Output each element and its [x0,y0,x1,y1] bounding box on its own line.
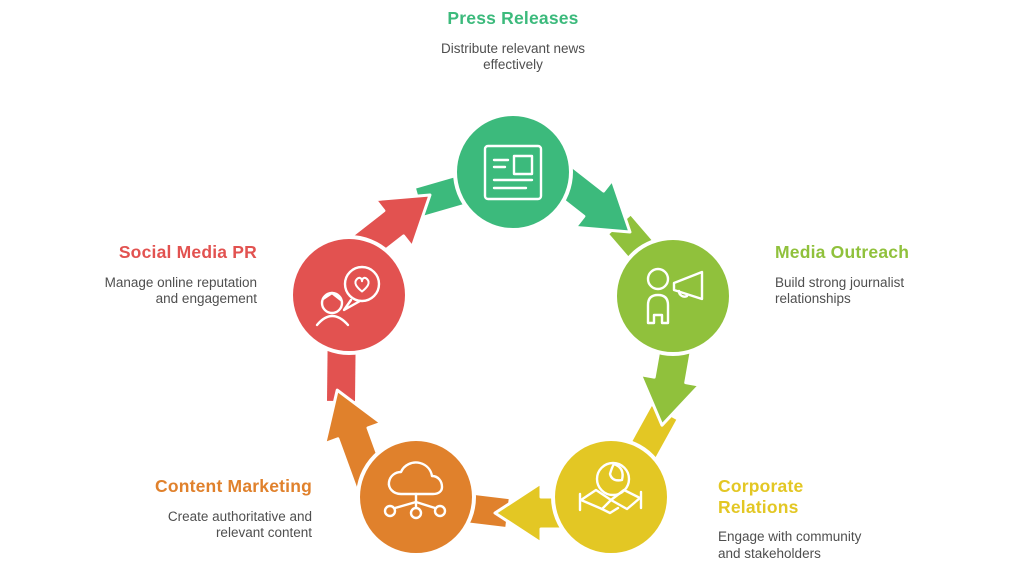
network-branch [414,500,437,510]
node-description: Manage online reputation and engagement [104,274,257,307]
node-description: Engage with community and stakeholders [718,529,862,561]
node-title: Content Marketing [154,476,312,496]
node-label-social-media-pr: Social Media PR Manage online reputation… [27,242,257,308]
node-description: Build strong journalist relationships [775,274,905,307]
person-hair [321,291,343,302]
node-label-media-outreach: Media Outreach Build strong journalist r… [775,242,995,308]
newspaper-photo [512,154,534,176]
megaphone-handle [677,289,689,298]
node-title: Press Releases [447,8,579,28]
network-node [409,506,423,520]
node-title: Media Outreach [775,242,910,262]
node-circle-corporate-relations [551,437,671,557]
node-title: Corporate Relations [718,476,804,517]
person-megaphone-icon [646,267,704,325]
node-description: Create authoritative and relevant conten… [167,508,312,541]
cloud [387,461,444,496]
megaphone-cone [672,270,704,301]
network-branch [393,500,418,510]
newspaper-page [483,144,543,201]
handshake-globe-icon [578,461,643,515]
person-heart-bubble-icon [315,265,381,327]
network-node [433,504,447,518]
node-label-content-marketing: Content Marketing Create authoritative a… [82,476,312,542]
heart [354,276,370,293]
node-circle-media-outreach [613,236,733,356]
node-label-corporate-relations: Corporate Relations Engage with communit… [718,476,908,562]
newspaper-icon [483,144,543,201]
globe [595,461,631,497]
person-head [646,267,670,291]
node-label-press-releases: Press Releases Distribute relevant news … [353,8,673,74]
network-node [383,504,397,518]
node-description: Distribute relevant news effectively [440,40,586,73]
speech-bubble [343,265,381,303]
person-shoulders [315,314,350,327]
speech-bubble-tail [342,298,362,312]
globe-continent [608,462,624,482]
cloud-network-icon [383,461,447,520]
node-title: Social Media PR [118,242,257,262]
hand-fingers [600,506,620,515]
node-icons [315,144,704,520]
person-body [646,293,670,325]
